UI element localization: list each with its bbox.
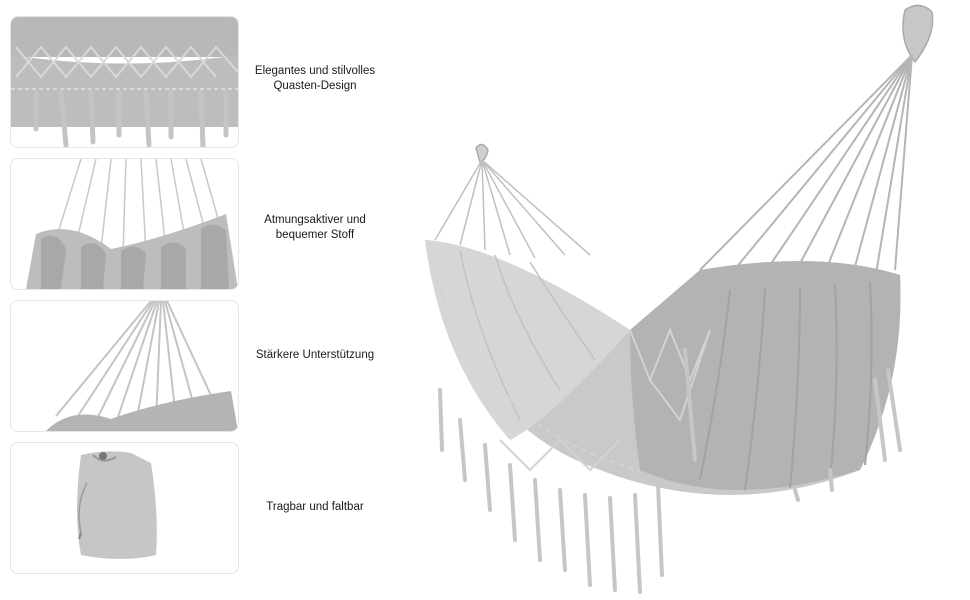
feature-caption-line2: bequemer Stoff [275,229,355,241]
feature-caption-line1: Elegantes und stilvolles [254,65,376,77]
feature-caption-line1: Atmungsaktiver und [264,214,366,226]
feature-caption-line1: Stärkere Unterstützung [255,349,375,361]
feature-thumb-bag [10,442,239,574]
feature-caption-support: Stärkere Unterstützung [240,348,390,363]
feature-thumb-support [10,300,239,432]
feature-caption-line1: Tragbar und faltbar [266,501,364,513]
feature-caption-tassels: Elegantes und stilvolles Quasten-Design [240,64,390,94]
hammock-main-photo [425,4,934,594]
feature-caption-bag: Tragbar und faltbar [240,500,390,515]
feature-caption-fabric: Atmungsaktiver und bequemer Stoff [240,213,390,243]
feature-thumb-fabric [10,158,239,290]
feature-thumb-tassels [10,16,239,148]
feature-caption-line2: Quasten-Design [273,80,357,92]
